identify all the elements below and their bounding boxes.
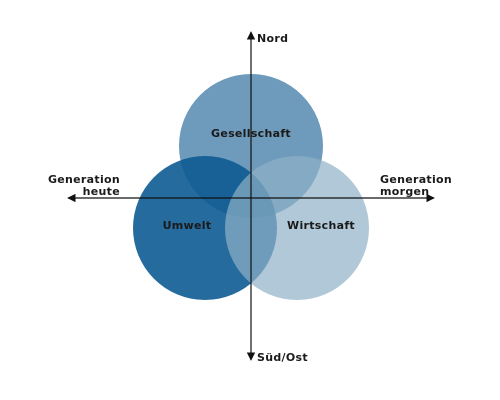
circle-wirtschaft [225,156,369,300]
circle-label-umwelt: Umwelt [163,219,212,232]
axis-label-east-line2: morgen [380,185,429,198]
circle-label-gesellschaft: Gesellschaft [211,127,291,140]
circle-label-wirtschaft: Wirtschaft [287,219,355,232]
axis-label-west-line2: heute [83,185,120,198]
axis-label-east-line1: Generation [380,173,452,186]
axis-label-west-line1: Generation [48,173,120,186]
axis-label-south: Süd/Ost [257,351,308,364]
axis-label-north: Nord [257,32,288,45]
